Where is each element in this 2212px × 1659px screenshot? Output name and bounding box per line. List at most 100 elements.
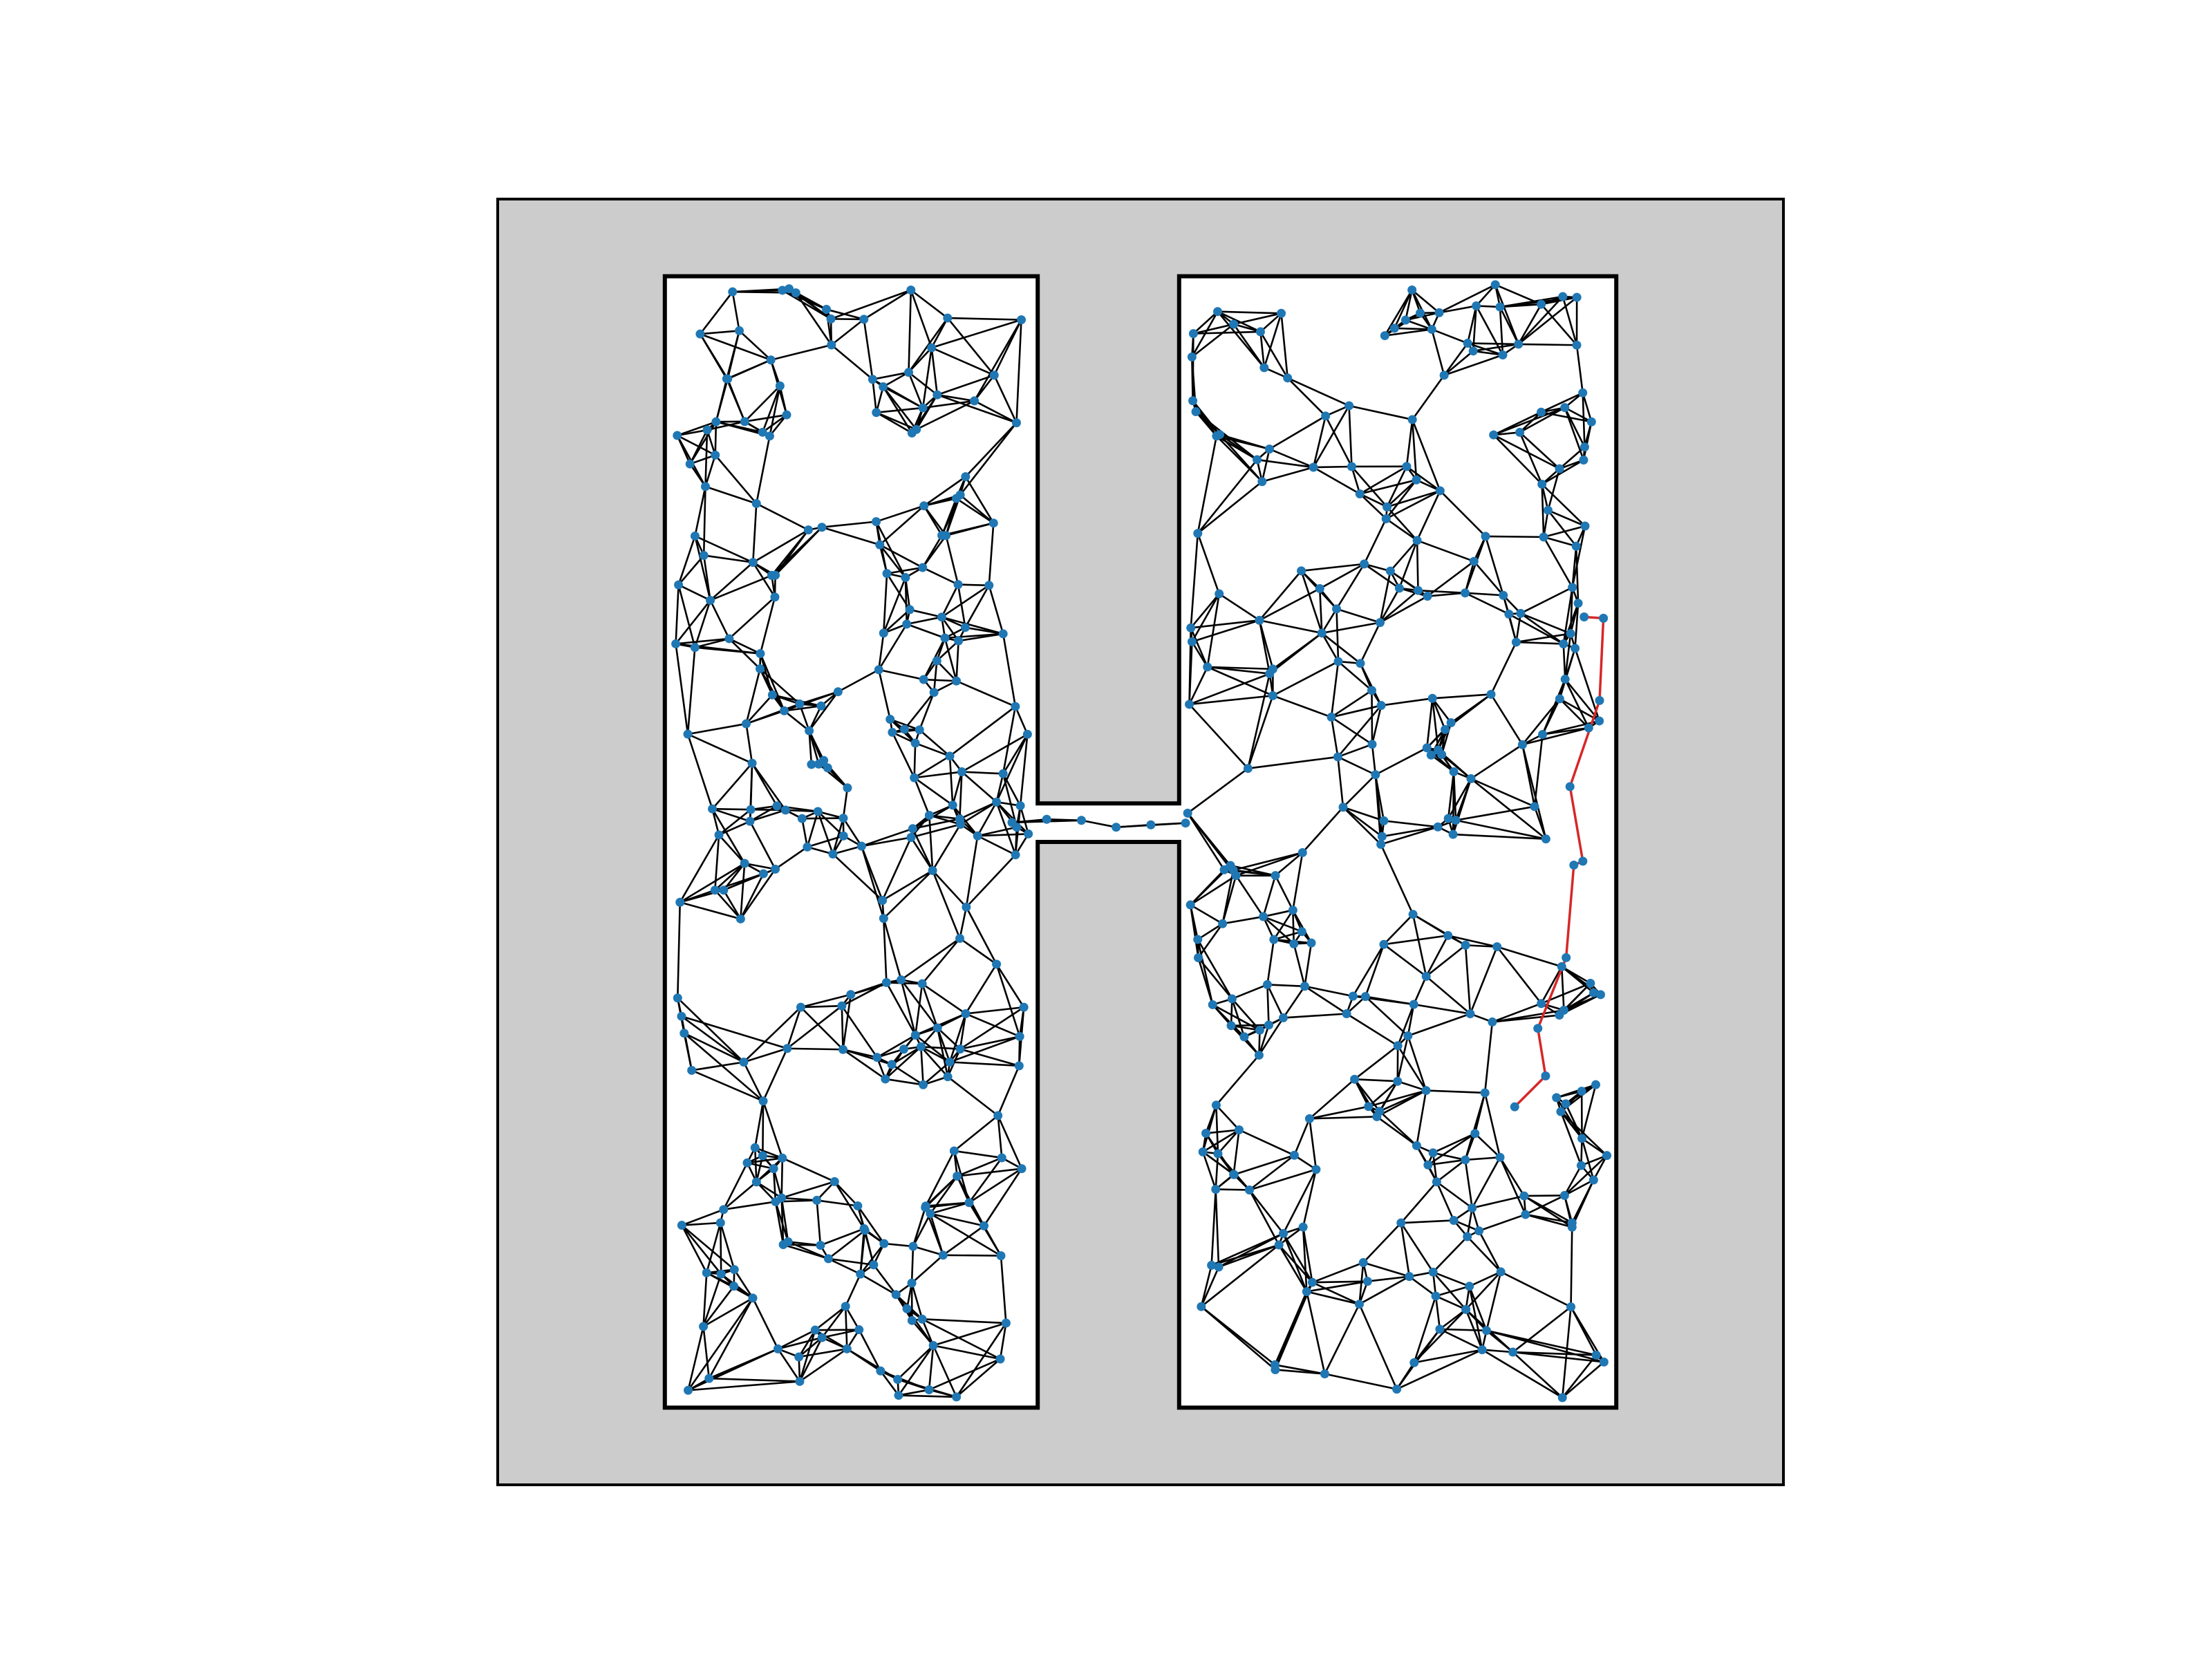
graph-edge [683,1032,764,1102]
graph-edge [1378,1110,1418,1147]
graph-edge [860,1273,897,1295]
graph-edge [774,1201,785,1245]
graph-edge [876,505,925,523]
graph-edge [995,733,1029,803]
graph-edge [915,742,950,758]
graph-edge [1472,1194,1525,1209]
graph-edge [1547,509,1586,527]
graph-edge [1541,679,1566,735]
graph-edge [1331,704,1382,718]
graph-edge [1412,375,1445,420]
graph-edge [1512,1351,1564,1398]
graph-node [1344,401,1354,411]
graph-edge [845,1273,861,1307]
graph-edge [1519,431,1543,485]
graph-edge [1197,923,1224,959]
graph-edge [832,818,845,854]
graph-node [1311,1165,1321,1174]
graph-node [1257,477,1267,487]
graph-edge [1425,1089,1485,1094]
graph-node [816,701,826,711]
graph-edge [1364,563,1391,572]
graph-edge [959,1006,1024,1050]
graph-edge [749,809,786,823]
graph-node [875,540,885,550]
graph-edge [706,420,745,431]
graph-edge [747,1157,783,1164]
graph-edge [1311,1281,1360,1305]
graph-node [830,1177,839,1186]
graph-edge [1427,561,1475,597]
graph-edge [1547,468,1561,511]
path-polyline [1514,615,1605,1108]
graph-edge [1342,806,1383,838]
graph-edge [1187,767,1249,814]
graph-edge [1581,1138,1595,1181]
graph-edge [1331,689,1373,718]
graph-edge [910,814,930,838]
graph-edge [711,762,753,810]
graph-edge [774,1201,789,1242]
graph-edge [1197,435,1218,534]
graph-node [1187,352,1197,362]
graph-node [948,800,957,810]
graph-edge [1363,518,1387,565]
graph-edge [916,400,975,431]
graph-node [1389,324,1399,333]
graph-edge [704,429,709,487]
graph-node [767,690,777,700]
graph-edge [1464,561,1475,594]
graph-edge [1533,734,1544,807]
graph-edge [1497,946,1562,968]
graph-node [714,830,724,840]
graph-edge [1439,1328,1487,1332]
graph-node [1289,939,1299,948]
graph-edge [965,1006,1024,1015]
graph-edge [1197,957,1214,1005]
graph-node [1194,953,1203,963]
graph-edge [1575,546,1580,603]
graph-edge [1200,1265,1212,1307]
graph-node [1443,814,1453,823]
free-space-borders [662,274,1619,1410]
graph-edge [1263,909,1293,918]
graph-edge [1263,915,1302,932]
graph-edge [878,669,891,720]
graph-edge [702,486,706,556]
graph-node [1422,743,1432,753]
graph-edge [770,344,832,361]
graph-node [1435,486,1445,496]
graph-node [900,724,910,734]
free-space-border [662,274,1619,1410]
graph-edge [714,422,718,456]
graph-edge [861,845,885,919]
graph-edge [1215,1153,1219,1190]
graph-edge [1000,1255,1007,1324]
graph-edge [941,584,959,618]
graph-edge [931,823,962,872]
graph-edge [965,906,997,965]
graph-node [1332,604,1342,614]
graph-edge [883,870,934,919]
graph-edge [955,1358,1001,1398]
graph-node [812,1195,822,1205]
graph-edge [906,623,946,639]
graph-node [1186,623,1196,632]
graph-node [1580,442,1589,452]
graph-edge [1396,1349,1483,1390]
graph-node [874,665,883,675]
graph-edge [951,771,963,806]
graph-edge [743,1047,788,1063]
graph-edge [937,393,975,402]
graph-edge [1002,773,1022,807]
graph-edge [995,964,1021,1037]
graph-edge [1368,1089,1427,1107]
graph-node [729,1282,739,1291]
graph-edge [762,1100,784,1159]
graph-node [1486,689,1496,699]
graph-node [902,1304,912,1313]
graph-node [1360,559,1369,569]
graph-edge [920,1046,950,1063]
graph-node [943,313,953,323]
graph-edge [1259,619,1322,635]
